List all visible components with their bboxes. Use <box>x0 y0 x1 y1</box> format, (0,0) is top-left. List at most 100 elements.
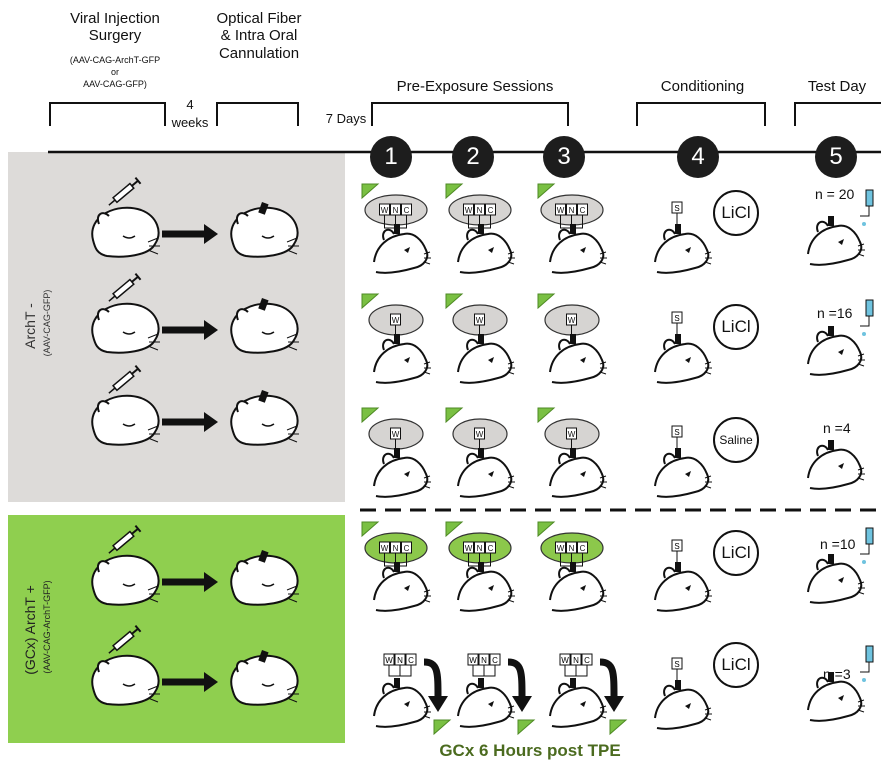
rat-test-row3 <box>807 440 865 490</box>
light-triangle-icon <box>445 521 464 538</box>
taste-line <box>560 553 572 567</box>
rat-implant-2 <box>230 302 299 354</box>
taste-line <box>480 665 496 677</box>
taste-letter: W <box>381 206 389 215</box>
agent-circle-row5: LiCl <box>713 642 759 688</box>
surgery-sub1: (AAV-CAG-ArchT-GFP <box>69 55 161 65</box>
rat-surgery-4 <box>91 554 160 606</box>
n-label-row5: n =3 <box>823 666 851 682</box>
rat-session-1-row3 <box>373 448 431 498</box>
light-triangle-icon <box>517 719 536 736</box>
rat-session-2-row5 <box>457 678 515 728</box>
curved-arrow-head <box>604 696 624 712</box>
taste-letter: N <box>477 206 483 215</box>
taste-line <box>388 665 396 677</box>
rat-cond-row3 <box>654 448 712 498</box>
taste-letter: W <box>557 206 565 215</box>
weeks-number: 4 <box>186 97 194 112</box>
agent-circle-row1: LiCl <box>713 190 759 236</box>
agent-circle-row2: LiCl <box>713 304 759 350</box>
rat-surgery-2 <box>91 302 160 354</box>
light-triangle-icon <box>537 293 556 310</box>
taste-line <box>572 665 588 677</box>
arrow-head <box>204 412 218 432</box>
syringe-icon <box>108 365 142 394</box>
n-label-row2: n =16 <box>817 305 853 321</box>
dropper-icon <box>865 189 874 207</box>
taste-letter: W <box>561 656 569 665</box>
weeks-label: weeks <box>171 115 209 130</box>
rat-test-row1 <box>807 216 865 266</box>
implant-icon <box>258 202 269 215</box>
taste-letter: W <box>392 316 400 325</box>
rat-cond-row4 <box>654 562 712 612</box>
taste-letter: W <box>381 544 389 553</box>
taste-line <box>572 665 577 677</box>
test-bracket <box>794 102 881 126</box>
taste-letter: W <box>476 316 484 325</box>
arrow-head <box>204 572 218 592</box>
rat-session-2-row3 <box>457 448 515 498</box>
taste-letter: C <box>404 544 410 553</box>
rat-session-2-row2 <box>457 334 515 384</box>
session-number-3: 3 <box>543 136 585 178</box>
taste-letter: N <box>393 206 399 215</box>
implant-icon <box>258 390 269 403</box>
taste-letter: N <box>573 656 579 665</box>
taste-line <box>472 665 480 677</box>
syringe-icon <box>108 177 142 206</box>
implant-icon <box>258 550 269 563</box>
taste-letter: N <box>477 544 483 553</box>
taste-letter: W <box>476 430 484 439</box>
surgery-sub3: AAV-CAG-GFP) <box>83 79 147 89</box>
light-triangle-icon <box>361 521 380 538</box>
light-triangle-icon <box>445 183 464 200</box>
rat-surgery-5 <box>91 654 160 706</box>
days-label: 7 Days <box>325 111 367 126</box>
preexposure-title: Pre-Exposure Sessions <box>396 78 554 95</box>
conditioning-bracket <box>636 102 766 126</box>
curved-arrow <box>599 658 618 699</box>
taste-letter: C <box>488 206 494 215</box>
taste-letter: C <box>580 206 586 215</box>
session-number-2: 2 <box>452 136 494 178</box>
light-triangle-icon <box>361 183 380 200</box>
light-triangle-icon <box>361 293 380 310</box>
taste-letter: W <box>465 206 473 215</box>
taste-line <box>396 665 412 677</box>
arrow-head <box>204 320 218 340</box>
drop-icon <box>862 560 866 564</box>
preexposure-bracket <box>371 102 569 126</box>
cond-taste-letter: S <box>674 204 679 213</box>
taste-letter: W <box>557 544 565 553</box>
taste-letter: W <box>465 544 473 553</box>
taste-line <box>560 215 572 229</box>
rat-session-2-row4 <box>457 562 515 612</box>
taste-letter: W <box>392 430 400 439</box>
taste-letter: N <box>569 544 575 553</box>
taste-line <box>468 553 480 567</box>
light-triangle-icon <box>537 183 556 200</box>
taste-line <box>564 665 572 677</box>
test-day-title: Test Day <box>807 78 867 95</box>
rat-test-row2 <box>807 326 865 376</box>
rat-implant-5 <box>230 654 299 706</box>
fiber-title: Optical Fiber & Intra Oral Cannulation <box>216 10 302 62</box>
taste-letter: N <box>393 544 399 553</box>
light-triangle-icon <box>445 293 464 310</box>
rat-surgery-1 <box>91 206 160 258</box>
rat-test-row4 <box>807 554 865 604</box>
taste-letter: W <box>469 656 477 665</box>
taste-line <box>384 215 396 229</box>
syringe-icon <box>108 625 142 654</box>
rat-session-3-row3 <box>549 448 607 498</box>
arrow-head <box>204 224 218 244</box>
session-number-4: 4 <box>677 136 719 178</box>
surgery-title: Viral Injection Surgery <box>70 10 160 45</box>
cond-taste-letter: S <box>674 660 679 669</box>
syringe-icon <box>108 525 142 554</box>
taste-line <box>396 665 401 677</box>
rat-implant-3 <box>230 394 299 446</box>
taste-line <box>384 553 396 567</box>
